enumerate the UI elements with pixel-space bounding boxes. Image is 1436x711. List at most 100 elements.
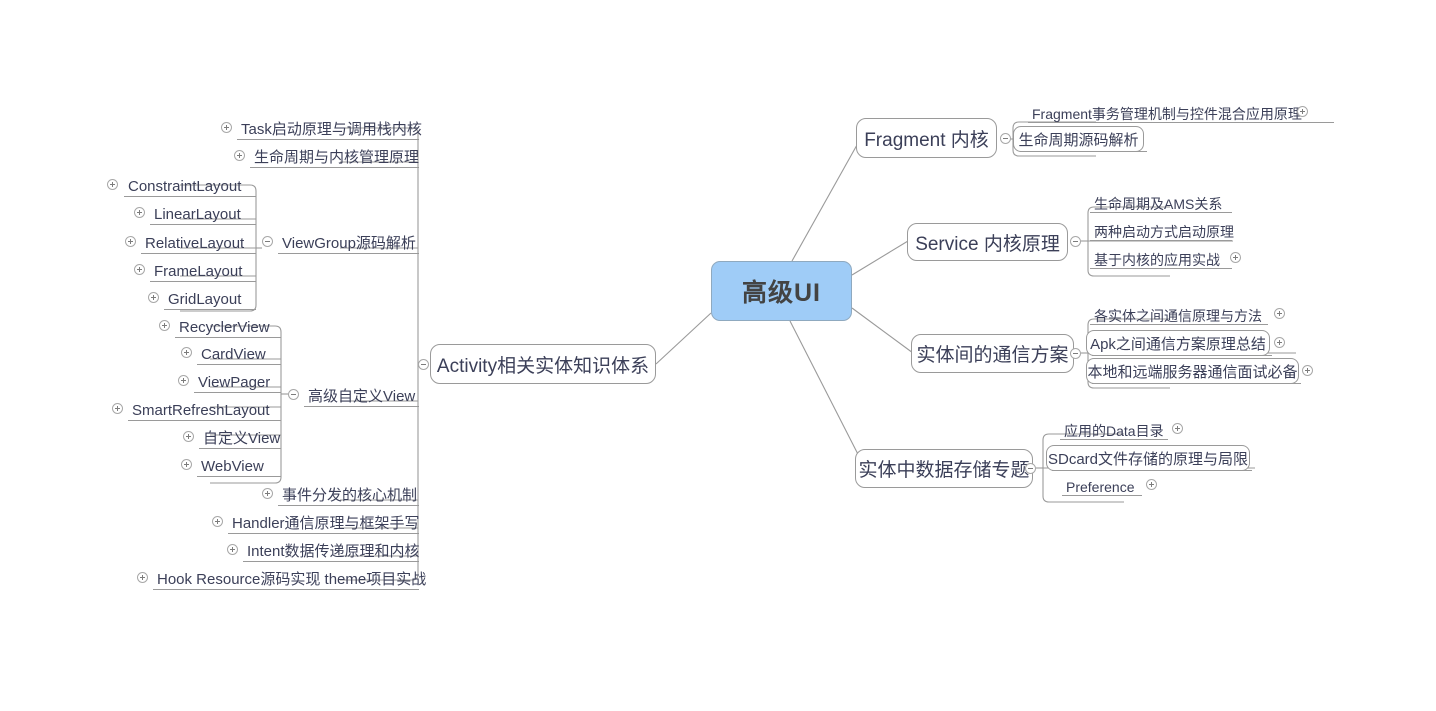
leaf-intent-label: Intent数据传递原理和内核 — [247, 543, 420, 560]
leaf-gridlayout[interactable]: GridLayout — [166, 288, 243, 310]
toggle-data-storage[interactable] — [1025, 463, 1036, 474]
toggle-gridlayout[interactable] — [148, 292, 159, 303]
toggle-service-kernel-practice[interactable] — [1230, 252, 1241, 263]
underline-app-data-dir — [1060, 439, 1168, 440]
leaf-relativelayout[interactable]: RelativeLayout — [143, 232, 246, 254]
leaf-service-two-start-modes[interactable]: 两种启动方式启动原理 — [1092, 220, 1236, 242]
toggle-handler[interactable] — [212, 516, 223, 527]
node-activity-knowledge-label: Activity相关实体知识体系 — [436, 355, 650, 377]
node-remote-server-communication[interactable]: 本地和远端服务器通信面试必备 — [1086, 358, 1299, 384]
underline-relativelayout — [141, 253, 256, 254]
toggle-preference[interactable] — [1146, 479, 1157, 490]
leaf-linearlayout-label: LinearLayout — [154, 206, 241, 223]
leaf-service-lifecycle-ams[interactable]: 生命周期及AMS关系 — [1092, 192, 1224, 214]
leaf-framelayout[interactable]: FrameLayout — [152, 260, 244, 282]
toggle-fragment-transaction[interactable] — [1297, 106, 1308, 117]
underline-hook-resource — [153, 589, 419, 590]
leaf-service-lifecycle-ams-label: 生命周期及AMS关系 — [1094, 196, 1223, 212]
node-sdcard-storage-label: SDcard文件存储的原理与局限 — [1047, 450, 1249, 468]
toggle-task-launch[interactable] — [221, 122, 232, 133]
leaf-viewgroup-source[interactable]: ViewGroup源码解析 — [280, 232, 418, 254]
leaf-custom-view[interactable]: 高级自定义View — [306, 385, 417, 407]
root-node-label: 高级UI — [741, 279, 821, 307]
toggle-remote-server-communication[interactable] — [1302, 365, 1313, 376]
toggle-relativelayout[interactable] — [125, 236, 136, 247]
toggle-webview[interactable] — [181, 459, 192, 470]
leaf-recyclerview[interactable]: RecyclerView — [177, 316, 272, 338]
underline-recyclerview — [175, 337, 281, 338]
root-node[interactable]: 高级UI — [711, 261, 852, 321]
node-service-kernel-label: Service 内核原理 — [915, 233, 1060, 255]
node-apk-communication-label: Apk之间通信方案原理总结 — [1090, 335, 1266, 353]
leaf-service-kernel-practice-label: 基于内核的应用实战 — [1094, 252, 1220, 268]
underline-service-kernel-practice — [1090, 268, 1232, 269]
node-data-storage[interactable]: 实体中数据存储专题 — [855, 449, 1033, 488]
underline-fragment-transaction — [1028, 122, 1334, 123]
leaf-event-dispatch[interactable]: 事件分发的核心机制 — [280, 484, 419, 506]
underline-preference — [1062, 495, 1142, 496]
toggle-activity-knowledge[interactable] — [418, 359, 429, 370]
underline-custom-view — [304, 406, 419, 407]
leaf-entity-comm-principles[interactable]: 各实体之间通信原理与方法 — [1092, 304, 1264, 326]
underline-task-launch — [237, 139, 419, 140]
leaf-linearlayout[interactable]: LinearLayout — [152, 203, 243, 225]
toggle-framelayout[interactable] — [134, 264, 145, 275]
toggle-cardview[interactable] — [181, 347, 192, 358]
toggle-custom-view-leaf[interactable] — [183, 431, 194, 442]
toggle-viewgroup-source[interactable] — [262, 236, 273, 247]
toggle-viewpager[interactable] — [178, 375, 189, 386]
toggle-intent[interactable] — [227, 544, 238, 555]
leaf-viewpager-label: ViewPager — [198, 374, 271, 391]
toggle-smartrefreshlayout[interactable] — [112, 403, 123, 414]
toggle-entity-comm-principles[interactable] — [1274, 308, 1285, 319]
toggle-recyclerview[interactable] — [159, 320, 170, 331]
toggle-entity-communication[interactable] — [1070, 348, 1081, 359]
leaf-service-kernel-practice[interactable]: 基于内核的应用实战 — [1092, 248, 1222, 270]
node-entity-communication-label: 实体间的通信方案 — [916, 345, 1069, 366]
underline-custom-view-item — [199, 448, 281, 449]
leaf-handler[interactable]: Handler通信原理与框架手写 — [230, 512, 422, 534]
leaf-cardview-label: CardView — [201, 346, 266, 363]
underline-framelayout — [150, 281, 256, 282]
toggle-apk-communication[interactable] — [1274, 337, 1285, 348]
leaf-smartrefreshlayout-label: SmartRefreshLayout — [132, 402, 270, 419]
leaf-preference[interactable]: Preference — [1064, 475, 1136, 497]
toggle-lifecycle-kernel[interactable] — [234, 150, 245, 161]
toggle-constraintlayout[interactable] — [107, 179, 118, 190]
node-entity-communication[interactable]: 实体间的通信方案 — [911, 334, 1074, 373]
node-fragment-lifecycle-source[interactable]: 生命周期源码解析 — [1013, 126, 1144, 152]
toggle-fragment-kernel[interactable] — [1000, 133, 1011, 144]
leaf-service-two-start-modes-label: 两种启动方式启动原理 — [1094, 224, 1234, 240]
node-fragment-kernel[interactable]: Fragment 内核 — [856, 118, 997, 158]
toggle-app-data-dir[interactable] — [1172, 423, 1183, 434]
leaf-viewpager[interactable]: ViewPager — [196, 371, 272, 393]
leaf-webview[interactable]: WebView — [199, 455, 266, 477]
leaf-recyclerview-label: RecyclerView — [179, 319, 270, 336]
underline-cardview — [197, 364, 281, 365]
toggle-event-dispatch[interactable] — [262, 488, 273, 499]
node-apk-communication[interactable]: Apk之间通信方案原理总结 — [1086, 330, 1270, 356]
leaf-cardview[interactable]: CardView — [199, 343, 268, 365]
leaf-smartrefreshlayout[interactable]: SmartRefreshLayout — [130, 399, 272, 421]
leaf-lifecycle-kernel[interactable]: 生命周期与内核管理原理 — [252, 146, 421, 168]
leaf-fragment-transaction[interactable]: Fragment事务管理机制与控件混合应用原理 — [1030, 102, 1304, 124]
toggle-custom-view[interactable] — [288, 389, 299, 400]
leaf-hook-resource[interactable]: Hook Resource源码实现 theme项目实战 — [155, 568, 428, 590]
leaf-constraintlayout-label: ConstraintLayout — [128, 178, 242, 195]
toggle-hook-resource[interactable] — [137, 572, 148, 583]
leaf-app-data-dir[interactable]: 应用的Data目录 — [1062, 419, 1166, 441]
node-activity-knowledge[interactable]: Activity相关实体知识体系 — [430, 344, 656, 384]
underline-apk-communication — [1092, 355, 1272, 356]
toggle-linearlayout[interactable] — [134, 207, 145, 218]
node-fragment-lifecycle-source-label: 生命周期源码解析 — [1018, 131, 1139, 149]
leaf-relativelayout-label: RelativeLayout — [145, 235, 245, 252]
leaf-task-launch[interactable]: Task启动原理与调用栈内核 — [239, 118, 424, 140]
node-sdcard-storage[interactable]: SDcard文件存储的原理与局限 — [1046, 445, 1250, 471]
underline-event-dispatch — [278, 505, 419, 506]
leaf-constraintlayout[interactable]: ConstraintLayout — [126, 175, 243, 197]
leaf-custom-view-item[interactable]: 自定义View — [201, 427, 282, 449]
toggle-service-kernel[interactable] — [1070, 236, 1081, 247]
node-service-kernel[interactable]: Service 内核原理 — [907, 223, 1068, 261]
leaf-intent[interactable]: Intent数据传递原理和内核 — [245, 540, 422, 562]
underline-service-lifecycle-ams — [1090, 212, 1232, 213]
